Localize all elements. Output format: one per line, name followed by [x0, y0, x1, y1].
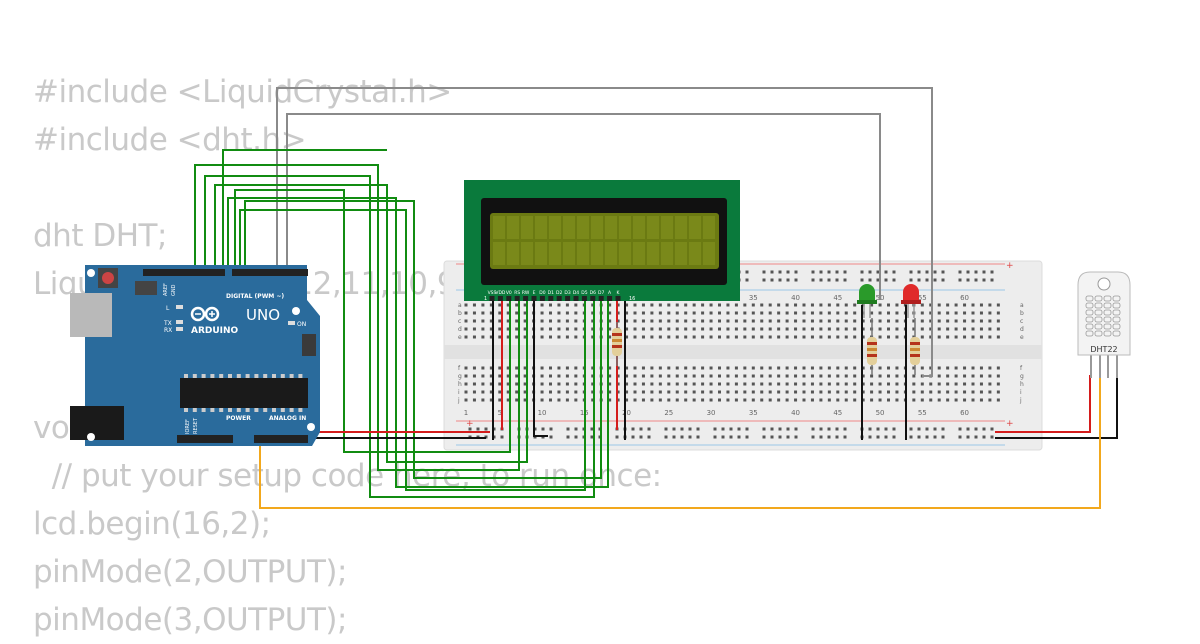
- column-number: 10: [538, 409, 547, 417]
- lcd-pin-label: VDD: [495, 290, 506, 296]
- breadboard-plus-label-3: +: [1006, 419, 1014, 429]
- lcd-pin-label: RW: [522, 290, 530, 296]
- green-wires: [194, 149, 609, 498]
- arduino-power-label: POWER: [226, 415, 251, 422]
- row-letter: g: [1020, 373, 1024, 380]
- arduino-ioref-label: IOREF: [185, 419, 191, 434]
- row-letter: h: [458, 381, 462, 388]
- lcd-pin-label: K: [617, 290, 621, 296]
- row-letter: g: [458, 373, 462, 380]
- lcd-pin-label: VSS: [488, 290, 497, 296]
- arduino-aref-label: AREF: [163, 283, 169, 296]
- column-number: 20: [622, 409, 631, 417]
- column-number-top: 55: [918, 294, 927, 302]
- dht22-label: DHT22: [1090, 345, 1117, 354]
- arduino-tx-label: TX: [163, 320, 172, 327]
- row-letter: j: [1019, 397, 1022, 404]
- resistor-green-led[interactable]: [867, 318, 877, 375]
- column-number: 25: [664, 409, 673, 417]
- arduino-logo-icon: [190, 306, 220, 322]
- lcd-pin-label: D2: [556, 290, 562, 296]
- breadboard-plus-label: +: [1006, 261, 1014, 271]
- column-number: 40: [791, 409, 800, 417]
- row-letter: f: [458, 365, 461, 372]
- code-line: dht DHT;: [33, 218, 167, 254]
- column-number-top: 40: [791, 294, 800, 302]
- arduino-model: UNO: [246, 306, 280, 324]
- arduino-l-label: L: [166, 305, 170, 312]
- column-number: 35: [749, 409, 758, 417]
- row-letter: d: [1020, 326, 1024, 333]
- arduino-reset-label: RESET: [193, 417, 199, 434]
- lcd-character-grid: [493, 216, 715, 265]
- arduino-analog-label: ANALOG IN: [269, 415, 306, 422]
- row-letter: a: [458, 302, 462, 309]
- column-number-top: 35: [749, 294, 758, 302]
- column-number: 45: [833, 409, 842, 417]
- lcd-pin-label: D1: [548, 290, 554, 296]
- lcd-pin-label: V0: [506, 290, 512, 296]
- row-letter: h: [1020, 381, 1024, 388]
- breadboard-plus-label-2: +: [466, 419, 474, 429]
- row-letter: e: [458, 334, 462, 341]
- row-letter: i: [1020, 389, 1022, 396]
- column-number-top: 45: [833, 294, 842, 302]
- column-number-top: 60: [960, 294, 969, 302]
- lcd-pin-label: D4: [573, 290, 579, 296]
- green-led[interactable]: [857, 284, 877, 318]
- code-line: pinMode(2,OUTPUT);: [33, 554, 347, 590]
- power-wires: [259, 292, 1118, 509]
- row-letter: i: [458, 389, 460, 396]
- arduino-on-label: ON: [297, 321, 306, 328]
- microcontroller-pins: [184, 374, 303, 412]
- lcd-pin-label: E: [533, 290, 536, 296]
- lcd-pin-label: A: [608, 290, 612, 296]
- arduino-rx-label: RX: [164, 327, 172, 334]
- lcd-pin-label: D6: [590, 290, 596, 296]
- lcd-pin-label: D3: [564, 290, 570, 296]
- code-line: #include <dht.h>: [33, 122, 307, 158]
- row-letter: d: [458, 326, 462, 333]
- code-line: lcd.begin(16,2);: [33, 506, 271, 542]
- lcd-pin-label: D5: [581, 290, 587, 296]
- column-number: 1: [464, 409, 468, 417]
- column-number: 30: [707, 409, 716, 417]
- lcd-pin-first: 1: [484, 296, 487, 302]
- lcd-pin-label: D0: [539, 290, 545, 296]
- row-letter: c: [1020, 318, 1023, 325]
- column-number: 5: [498, 409, 502, 417]
- lcd-pin-label: D7: [598, 290, 604, 296]
- row-letter: f: [1020, 365, 1023, 372]
- row-letter: e: [1020, 334, 1024, 341]
- row-letter: c: [458, 318, 461, 325]
- column-number: 60: [960, 409, 969, 417]
- arduino-gnd-label: GND: [171, 284, 177, 296]
- row-letter: b: [1020, 310, 1024, 317]
- row-letter: b: [458, 310, 462, 317]
- arduino-uno[interactable]: UNO ARDUINO DIGITAL (PWM ~) POWER ANALOG…: [70, 265, 320, 446]
- lcd-resistor[interactable]: [612, 322, 622, 366]
- row-letter: j: [457, 397, 460, 404]
- column-number: 55: [918, 409, 927, 417]
- arduino-logo-text: ARDUINO: [191, 326, 239, 336]
- red-led[interactable]: [901, 284, 921, 318]
- lcd-pin-last: 16: [629, 296, 635, 302]
- dht22-sensor[interactable]: DHT22: [1077, 271, 1131, 378]
- lcd-pin-label: RS: [514, 290, 520, 296]
- arduino-digital-label: DIGITAL (PWM ~): [226, 293, 284, 300]
- code-line: #include <LiquidCrystal.h>: [33, 74, 452, 110]
- column-number: 50: [876, 409, 885, 417]
- resistor-red-led[interactable]: [910, 318, 920, 375]
- row-letter: a: [1020, 302, 1024, 309]
- dht22-vent-grid: [1085, 295, 1121, 337]
